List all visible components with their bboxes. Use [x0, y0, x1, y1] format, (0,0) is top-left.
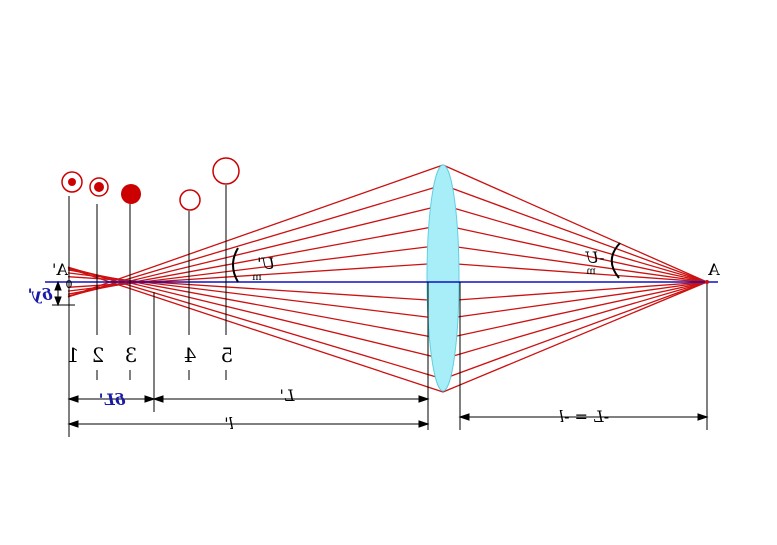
spot-1-inner: [68, 178, 76, 186]
spot-5: [212, 157, 240, 185]
spot-2-outer: [89, 177, 109, 197]
ray-segment-8: [442, 281, 708, 340]
spot-1-outer: [61, 171, 83, 193]
label-angle-u: -U: [585, 248, 604, 267]
ray-segment-11: [67, 267, 444, 393]
point-a-marker: [705, 280, 709, 284]
ray-segment-1: [442, 184, 708, 283]
label-dim-l-prime-upper: L': [279, 386, 295, 405]
ray-segment-4: [442, 244, 708, 283]
ray-segment-10: [442, 281, 708, 380]
ray-segment-3: [442, 224, 708, 283]
ray-segment-5: [442, 262, 708, 283]
label-dim-l-prime-lower: l': [224, 414, 234, 433]
lens: [426, 164, 460, 392]
label-angle-u-prime-subscript: m: [252, 272, 262, 283]
ray-segment-6: [442, 281, 708, 302]
ray-segment-9: [442, 281, 708, 360]
plane-label-4: 4: [184, 343, 197, 367]
spot-diagrams: [61, 157, 240, 211]
angle-arc-u-prime: [232, 247, 239, 283]
reference-lines: [68, 185, 708, 437]
spot-2-inner: [94, 182, 104, 192]
ray-segment-10: [67, 266, 444, 380]
label-point-a: A: [708, 260, 721, 279]
angle-arc-u: [610, 242, 621, 279]
label-angle-u-subscript: m: [586, 266, 596, 277]
spot-3: [121, 184, 141, 204]
ray-segment-11: [442, 281, 708, 393]
plane-label-3: 3: [125, 343, 138, 367]
ray-bundle: [67, 164, 708, 393]
plane-label-2: 2: [92, 343, 105, 367]
label-angle-u-prime: U': [257, 254, 275, 273]
dimension-lines: [52, 280, 709, 428]
plane-label-5: 5: [221, 343, 234, 367]
ray-segment-2: [442, 204, 708, 283]
label-delta-l: δL': [99, 390, 127, 409]
label-dim-object: -L = -l: [559, 407, 609, 426]
spot-4: [179, 189, 201, 211]
ray-segment-7: [442, 281, 708, 320]
plane-label-1: 1: [67, 343, 80, 367]
label-point-a-prime-subscript: 0: [66, 278, 73, 291]
ray-segment-0: [442, 164, 708, 283]
label-delta-y: δy': [28, 285, 54, 304]
label-point-a-prime: A': [52, 260, 69, 279]
